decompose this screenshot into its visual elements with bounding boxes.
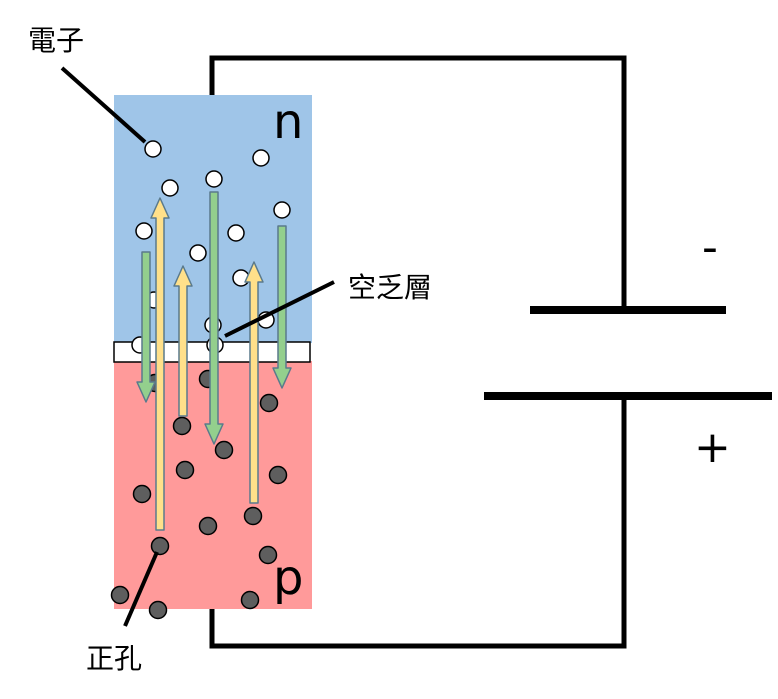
p-region-label: p xyxy=(273,550,303,606)
electron-5 xyxy=(273,201,291,219)
hole-14 xyxy=(148,600,168,620)
depletion-layer-label: 空乏層 xyxy=(348,271,432,304)
hole-13 xyxy=(110,585,130,605)
hole-11 xyxy=(150,536,170,556)
up-arrow-2 xyxy=(173,265,193,417)
up-arrow-1 xyxy=(150,197,170,531)
hole-12 xyxy=(258,545,278,565)
n-region-label: n xyxy=(273,94,303,150)
hole-15 xyxy=(240,590,260,610)
electron-2 xyxy=(252,149,270,167)
negative-terminal-label: - xyxy=(702,222,718,273)
up-arrow-3 xyxy=(244,261,264,504)
electron-callout-line xyxy=(60,66,147,144)
positive-terminal-label: + xyxy=(694,422,731,473)
hole-7 xyxy=(268,465,288,485)
down-arrow-2 xyxy=(204,191,224,445)
hole-3 xyxy=(259,393,279,413)
hole-10 xyxy=(243,506,263,526)
hole-4 xyxy=(172,416,192,436)
electron-8 xyxy=(189,244,207,262)
wire-bottom xyxy=(209,396,627,649)
electron-1 xyxy=(144,140,162,158)
wire-top xyxy=(209,55,627,310)
down-arrow-1 xyxy=(136,251,156,403)
electron-7 xyxy=(227,224,245,242)
circuit-wire xyxy=(209,55,627,649)
hole-label: 正孔 xyxy=(86,642,142,675)
hole-6 xyxy=(175,460,195,480)
hole-5 xyxy=(214,440,234,460)
hole-9 xyxy=(198,516,218,536)
electron-label: 電子 xyxy=(28,24,84,57)
electron-4 xyxy=(205,170,223,188)
hole-8 xyxy=(132,484,152,504)
electron-3 xyxy=(161,179,179,197)
electron-6 xyxy=(135,222,153,240)
hole-callout-line xyxy=(123,551,159,627)
depletion-callout-line xyxy=(224,280,335,338)
